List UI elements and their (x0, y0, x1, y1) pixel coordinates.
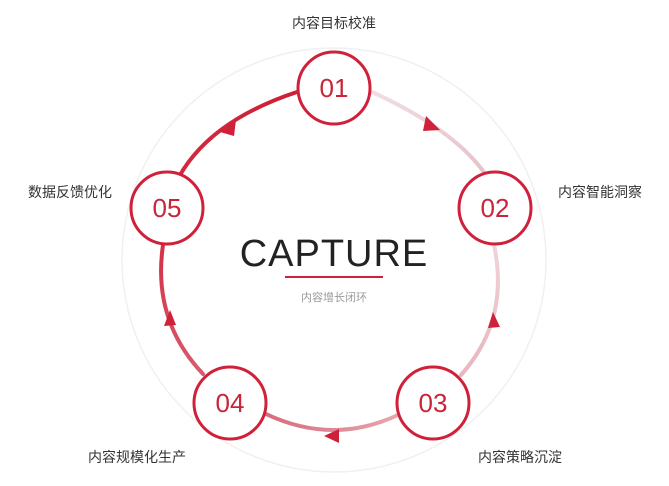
center-title: CAPTURE (240, 233, 429, 275)
step-node-05: 05 (129, 170, 205, 246)
step-label-05: 数据反馈优化 (28, 185, 112, 201)
arrow-05-01-icon (220, 120, 236, 136)
loop-edges (159, 90, 500, 432)
step-number: 02 (481, 193, 510, 223)
loop-arrows (164, 116, 500, 443)
step-label-03: 内容策略沉淀 (478, 449, 562, 466)
edge-05-01 (178, 90, 299, 177)
arrow-03-04-icon (324, 429, 339, 443)
arrow-01-02-icon (423, 116, 440, 131)
step-node-02: 02 (457, 170, 533, 246)
edge-03-04 (264, 412, 402, 432)
arrow-04-05-icon (164, 310, 176, 326)
step-number: 05 (153, 193, 182, 223)
edge-02-03 (459, 243, 500, 377)
edge-04-05 (159, 243, 205, 376)
step-number: 01 (320, 73, 349, 103)
step-label-04: 内容规模化生产 (88, 449, 186, 466)
center-divider (285, 276, 383, 278)
center-subtitle: 内容增长闭环 (301, 290, 367, 304)
edge-01-02 (370, 90, 488, 177)
step-node-01: 01 (296, 50, 372, 126)
outer-ring (121, 47, 547, 473)
step-node-03: 03 (395, 365, 471, 441)
step-node-04: 04 (192, 365, 268, 441)
step-number: 03 (419, 388, 448, 418)
step-number: 04 (216, 388, 245, 418)
arrow-02-03-icon (488, 312, 500, 328)
step-label-02: 内容智能洞察 (558, 184, 642, 201)
step-label-01: 内容目标校准 (292, 15, 376, 32)
